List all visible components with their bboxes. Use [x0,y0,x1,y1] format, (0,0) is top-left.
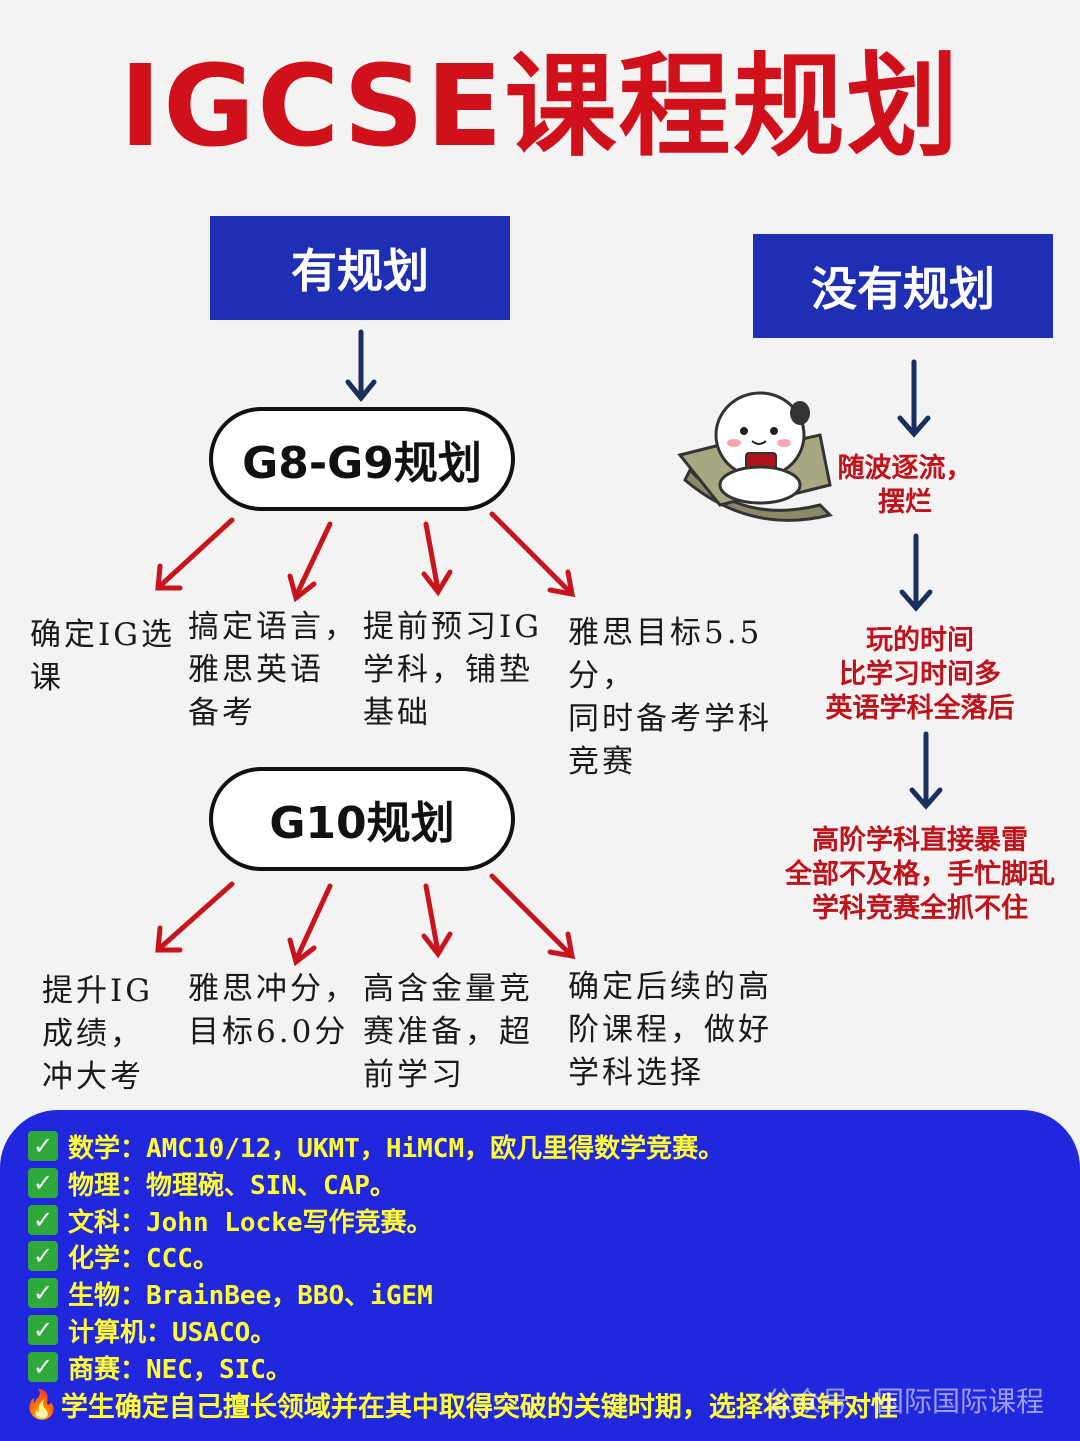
competition-text: 数学：AMC10/12，UKMT，HiMCM，欧几里得数学竞赛。 [68,1133,725,1164]
competition-text: 生物：BrainBee，BBO、iGEM [68,1280,433,1311]
check-icon: ✓ [28,1131,58,1161]
red-arrow-icons-g10 [155,873,576,967]
mascot-illustration [677,391,833,522]
g10-item-2: 雅思冲分， 目标6.0分 [188,971,358,1050]
g8-item-3: 提前预习IG 学科，铺垫 基础 [363,609,543,731]
competition-text: 商赛：NEC，SIC。 [68,1354,292,1385]
competition-row: ✓ 数学：AMC10/12，UKMT，HiMCM，欧几里得数学竞赛。 [28,1128,724,1164]
competition-row: ✓ 商赛：NEC，SIC。 [28,1349,292,1385]
check-icon: ✓ [28,1241,58,1271]
g8-item-4: 雅思目标5.5分， 同时备考学科 竞赛 [568,615,772,780]
unplanned-step-3: 高阶学科直接暴雷 全部不及格，手忙脚乱 学科竞赛全抓不住 [785,825,1055,924]
g8-item-1: 确定IG选 课 [30,617,176,696]
conclusion-text: 学生确定自己擅长领域并在其中取得突破的关键时期，选择将更针对性 [60,1391,898,1423]
watermark: 公众号 · 国际国际课程 [765,1385,1044,1418]
competition-text: 计算机：USACO。 [68,1317,277,1348]
competition-text: 文科：John Locke写作竞赛。 [68,1207,433,1238]
competition-row: ✓ 化学：CCC。 [28,1238,219,1274]
check-icon: ✓ [28,1278,58,1308]
planned-header: 有规划 [210,216,510,320]
fire-icon: 🔥 [24,1387,59,1421]
competition-row: ✓ 物理：物理碗、SIN、CAP。 [28,1165,396,1201]
competition-text: 化学：CCC。 [68,1243,219,1274]
check-icon: ✓ [28,1205,58,1235]
check-icon: ✓ [28,1315,58,1345]
competitions-panel [0,1110,1080,1441]
competition-text: 物理：物理碗、SIN、CAP。 [68,1170,396,1201]
conclusion-row: 🔥 学生确定自己擅长领域并在其中取得突破的关键时期，选择将更针对性 [24,1386,898,1423]
unplanned-header: 没有规划 [753,234,1053,338]
navy-arrow-icons [345,329,943,810]
g10-item-3: 高含金量竞 赛准备，超 前学习 [363,971,533,1093]
check-icon: ✓ [28,1352,58,1382]
g10-item-1: 提升IG 成绩， 冲大考 [42,973,154,1095]
g8-g9-plan-label: G8-G9规划 [209,407,515,511]
check-icon: ✓ [28,1168,58,1198]
red-arrow-icons-g8 [155,511,576,603]
g10-item-4: 确定后续的高 阶课程，做好 学科选择 [568,969,772,1091]
competition-row: ✓ 文科：John Locke写作竞赛。 [28,1202,433,1238]
competition-row: ✓ 计算机：USACO。 [28,1312,276,1348]
g8-item-2: 搞定语言， 雅思英语 备考 [188,609,358,731]
unplanned-step-1: 随波逐流， 摆烂 [837,453,973,518]
page-title: IGCSE课程规划 [119,42,961,172]
g10-plan-label: G10规划 [209,767,515,871]
unplanned-step-2: 玩的时间 比学习时间多 英语学科全落后 [825,625,1015,724]
competition-row: ✓ 生物：BrainBee，BBO、iGEM [28,1275,433,1311]
